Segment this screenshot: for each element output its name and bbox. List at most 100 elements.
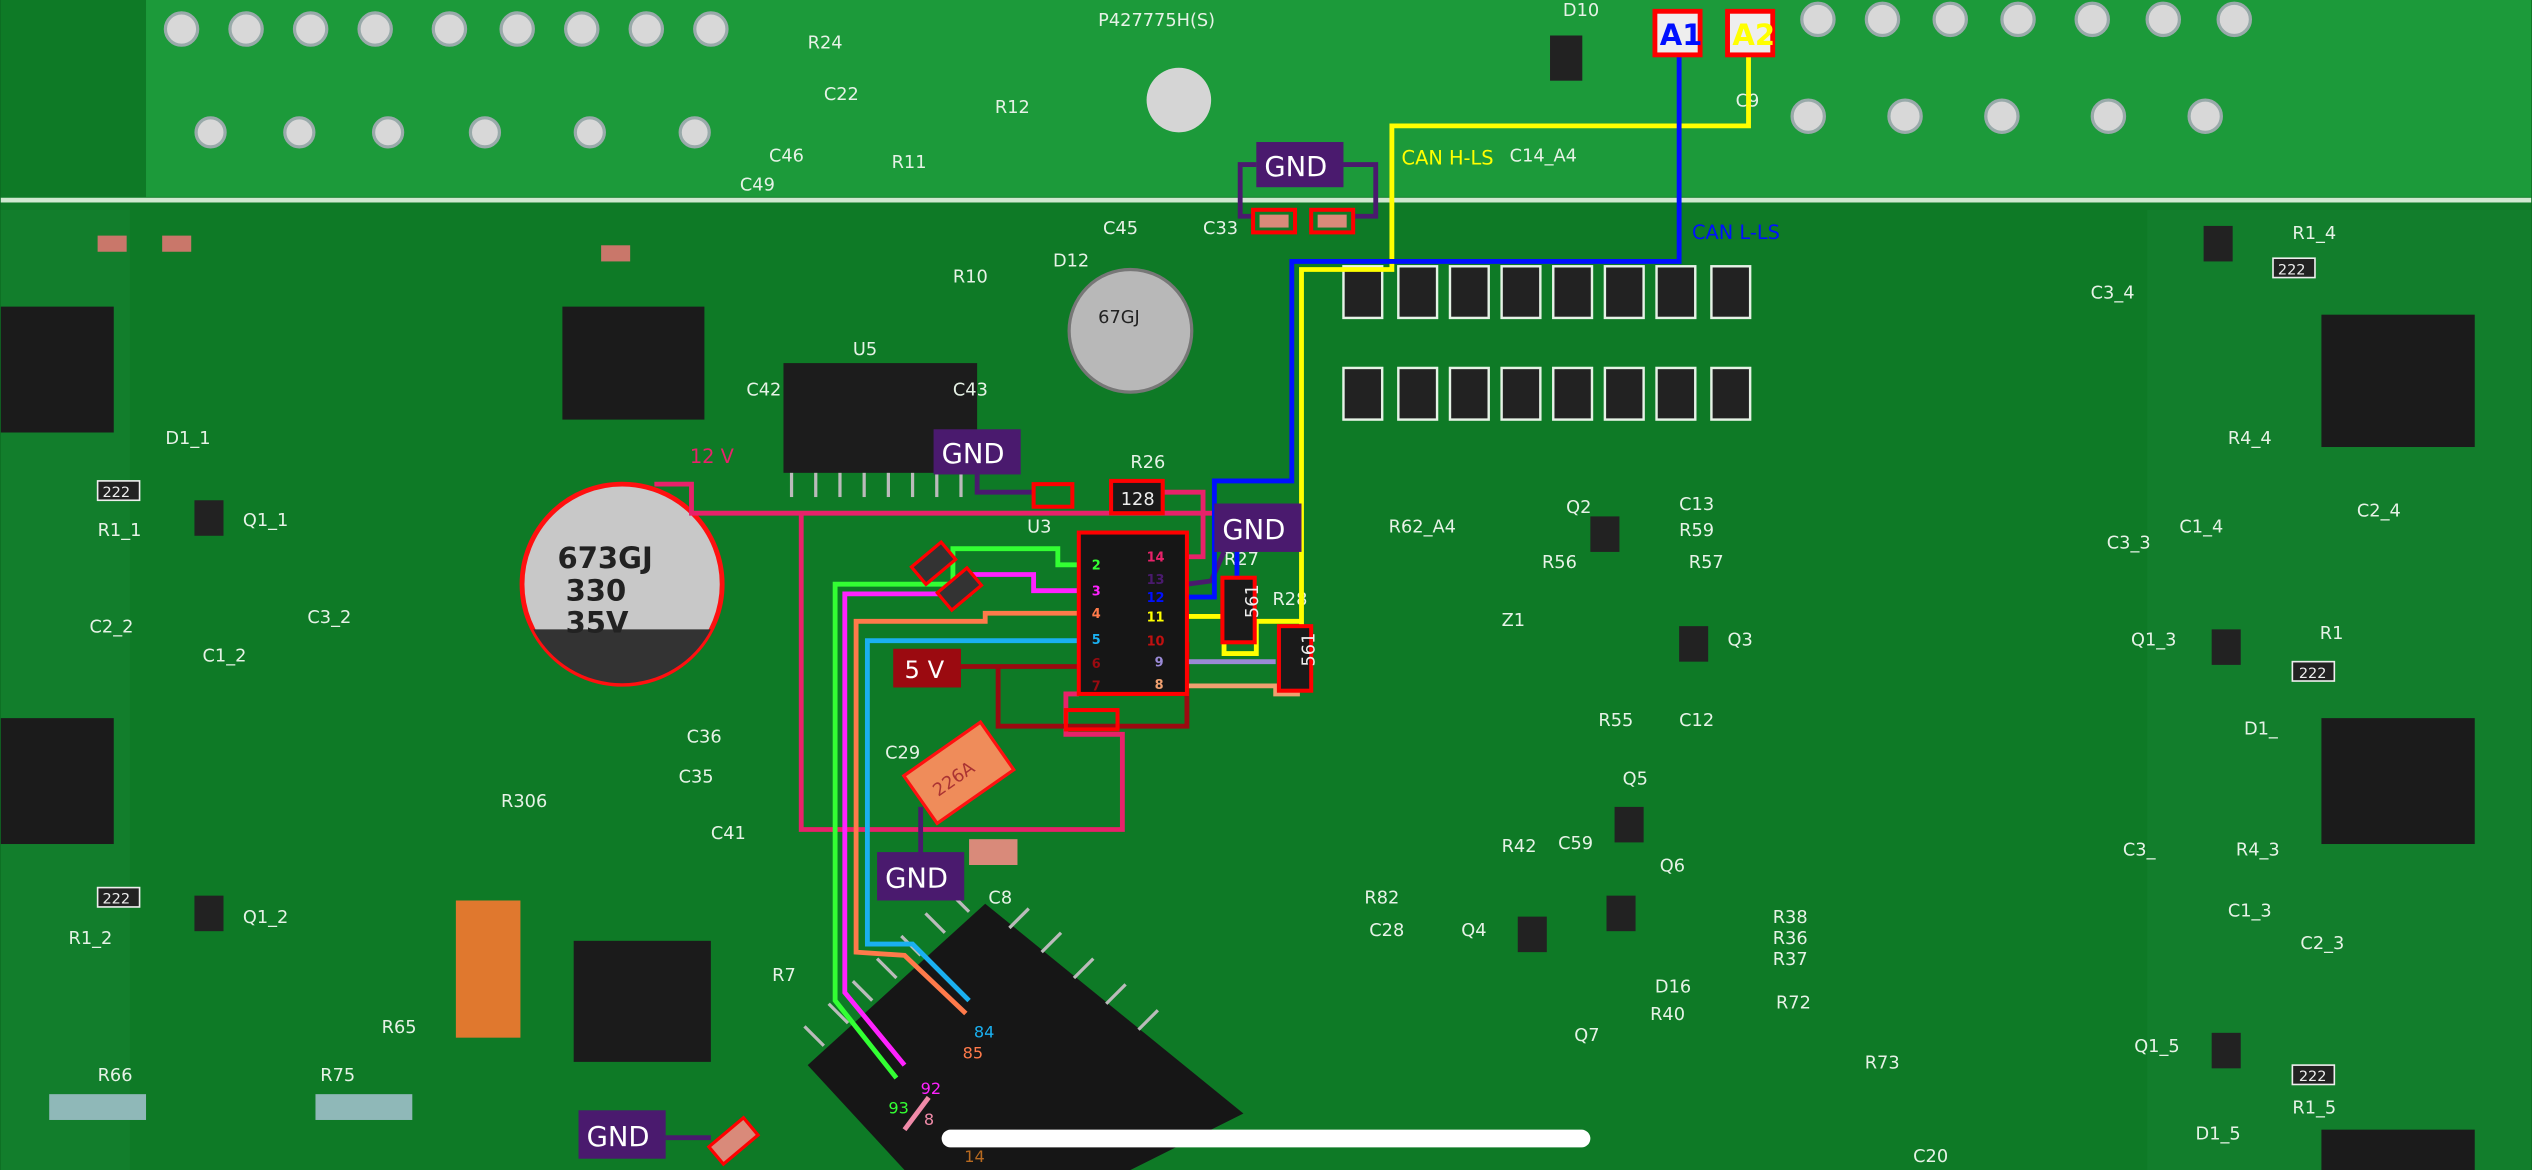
svg-text:R56: R56 — [1542, 553, 1577, 573]
tantalum-capacitor-c29: 226A — [901, 719, 1017, 826]
electrolytic-capacitor: 673GJ 330 35V — [519, 481, 725, 687]
svg-text:R82: R82 — [1364, 889, 1399, 909]
svg-text:C41: C41 — [711, 824, 746, 844]
gnd-bracket — [1237, 162, 1257, 219]
svg-text:R40: R40 — [1650, 1005, 1685, 1025]
wire-pin2-mcu93 — [832, 546, 1079, 1080]
pin-label: 14 — [1147, 551, 1165, 566]
svg-text:93: 93 — [888, 1099, 909, 1118]
capacitor-c45 — [1067, 267, 1194, 394]
svg-text:R12: R12 — [995, 98, 1030, 118]
resistor-codes: 222 222 222 222 222 — [102, 262, 2326, 1085]
silkscreen-labels: R24 C22 R11 R12 C46 C49 D10 C9 C14_A4 C3… — [69, 1, 2401, 1167]
gnd-label-c29: GND — [877, 852, 965, 901]
5v-label: 5 V — [893, 648, 961, 688]
connector-a2: A2 — [1725, 8, 1776, 58]
svg-text:C14_A4: C14_A4 — [1510, 146, 1577, 166]
svg-text:R7: R7 — [772, 966, 796, 986]
wire-r26-pin14 — [1162, 489, 1206, 560]
power-transistors-left — [0, 306, 711, 1062]
svg-text:R4_4: R4_4 — [2228, 429, 2272, 449]
c33-pad-right — [1309, 207, 1356, 235]
wire-12v-loop — [798, 513, 1125, 832]
svg-text:C13: C13 — [1679, 495, 1714, 515]
svg-text:R38: R38 — [1773, 908, 1808, 928]
svg-text:C1_2: C1_2 — [203, 647, 247, 667]
part-number: P427775H(S) — [1098, 11, 1215, 31]
svg-text:C43: C43 — [953, 380, 988, 400]
pin-label: 8 — [1155, 678, 1164, 693]
pin-label: 10 — [1147, 635, 1165, 650]
svg-text:Z1: Z1 — [1502, 611, 1525, 631]
svg-text:C33: C33 — [1203, 219, 1238, 239]
resistor-angled-1 — [909, 539, 958, 587]
svg-text:Q1_1: Q1_1 — [243, 511, 288, 531]
gnd-bottom-pad — [706, 1115, 761, 1167]
highlighted-parts — [1031, 207, 1356, 732]
wire-gnd-mid — [1186, 550, 1227, 587]
wire-can-h-pin11 — [1186, 614, 1302, 657]
svg-text:GND: GND — [1264, 152, 1327, 183]
svg-text:673GJ: 673GJ — [558, 541, 653, 575]
connector-a1: A1 — [1652, 8, 1703, 58]
svg-text:222: 222 — [102, 485, 130, 501]
svg-text:Q1_2: Q1_2 — [243, 908, 288, 928]
pin-label: 13 — [1147, 573, 1165, 588]
home-indicator[interactable] — [941, 1129, 1591, 1148]
svg-text:222: 222 — [2299, 1069, 2327, 1085]
svg-text:C45: C45 — [1103, 219, 1138, 239]
header-holes — [163, 1, 2253, 149]
pin-label: 3 — [1092, 584, 1101, 599]
gnd-label-mid: GND — [1214, 503, 1302, 552]
svg-text:14: 14 — [964, 1147, 985, 1166]
svg-text:C2_2: C2_2 — [90, 618, 134, 638]
wire-12v — [654, 481, 1220, 516]
svg-text:GND: GND — [1222, 515, 1285, 546]
c45-marking: 67GJ — [1098, 308, 1140, 328]
svg-text:85: 85 — [963, 1044, 984, 1063]
can-h-label: CAN H-LS — [1402, 147, 1494, 170]
cap-near-u3 — [1031, 482, 1075, 509]
gnd-label-u3: GND — [933, 429, 1021, 475]
svg-text:C1_4: C1_4 — [2179, 518, 2223, 538]
wire-pin4-mcu85 — [853, 610, 1079, 1016]
svg-text:222: 222 — [2299, 666, 2327, 682]
svg-text:R306: R306 — [501, 792, 547, 812]
svg-text:92: 92 — [921, 1079, 942, 1098]
mcu-chip — [807, 903, 1244, 1170]
svg-text:C28: C28 — [1369, 921, 1404, 941]
svg-text:330: 330 — [566, 573, 627, 607]
svg-text:A2: A2 — [1732, 18, 1775, 52]
svg-text:D1_: D1_ — [2244, 719, 2279, 739]
svg-text:C3_4: C3_4 — [2091, 284, 2135, 304]
wire-gnd-u3 — [974, 471, 1034, 495]
svg-text:R57: R57 — [1689, 553, 1724, 573]
svg-text:C29: C29 — [885, 743, 920, 763]
svg-text:Q7: Q7 — [1574, 1026, 1599, 1046]
svg-text:5 V: 5 V — [905, 656, 945, 684]
svg-text:C46: C46 — [769, 146, 804, 166]
svg-text:D1_1: D1_1 — [165, 429, 210, 449]
svg-text:222: 222 — [102, 892, 130, 908]
r28-small — [1063, 708, 1120, 732]
svg-text:Q1_3: Q1_3 — [2131, 631, 2176, 651]
svg-text:C2_4: C2_4 — [2357, 501, 2401, 521]
svg-text:R1_5: R1_5 — [2292, 1099, 2336, 1119]
svg-text:C1_3: C1_3 — [2228, 902, 2272, 922]
diode-d10 — [1550, 35, 1583, 81]
svg-text:R62_A4: R62_A4 — [1389, 518, 1456, 538]
pin-label: 9 — [1155, 655, 1164, 670]
svg-text:D16: D16 — [1655, 977, 1691, 997]
svg-text:Q4: Q4 — [1461, 921, 1486, 941]
svg-text:C59: C59 — [1558, 834, 1593, 854]
svg-text:GND: GND — [587, 1122, 650, 1153]
svg-text:R37: R37 — [1773, 950, 1808, 970]
c33-pad-left — [1251, 207, 1298, 235]
svg-text:561: 561 — [1299, 633, 1319, 667]
wire-can-l — [1186, 54, 1682, 600]
resistor-r28: 561 — [1276, 624, 1319, 693]
wire-can-h — [1299, 54, 1751, 627]
svg-text:Q5: Q5 — [1623, 769, 1648, 789]
resistor-array — [1342, 265, 1752, 421]
pin-label: 12 — [1147, 591, 1165, 606]
